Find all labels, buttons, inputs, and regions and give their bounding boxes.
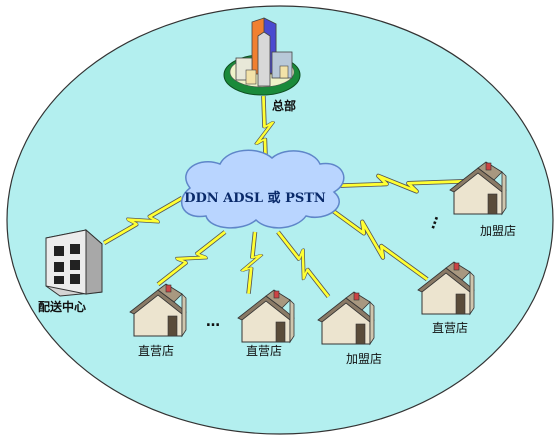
office-buildings-icon	[223, 17, 301, 96]
distribution-center-node: 配送中心	[38, 228, 103, 314]
headquarters-node: 总部	[223, 17, 301, 113]
store-label: 直营店	[432, 321, 468, 335]
network-label: DDN ADSL 或 PSTN	[184, 190, 326, 206]
store-direct-mid: 直营店	[237, 289, 295, 358]
store-label: 直营店	[138, 344, 174, 358]
warehouse-building-icon	[45, 228, 103, 297]
ellipsis-mid: …	[206, 314, 220, 330]
store-label: 加盟店	[480, 224, 516, 238]
store-direct-left: 直营店	[129, 283, 187, 358]
store-franchise-mid: 加盟店	[317, 291, 382, 366]
distribution-center-label: 配送中心	[38, 299, 86, 314]
headquarters-label: 总部	[272, 98, 296, 113]
store-label: 加盟店	[346, 352, 382, 366]
network-cloud: DDN ADSL 或 PSTN	[180, 149, 345, 229]
store-direct-right: 直营店	[417, 261, 475, 335]
store-label: 直营店	[246, 344, 282, 358]
ellipsis-right: …	[422, 212, 442, 231]
store-franchise-right: 加盟店	[449, 161, 516, 238]
